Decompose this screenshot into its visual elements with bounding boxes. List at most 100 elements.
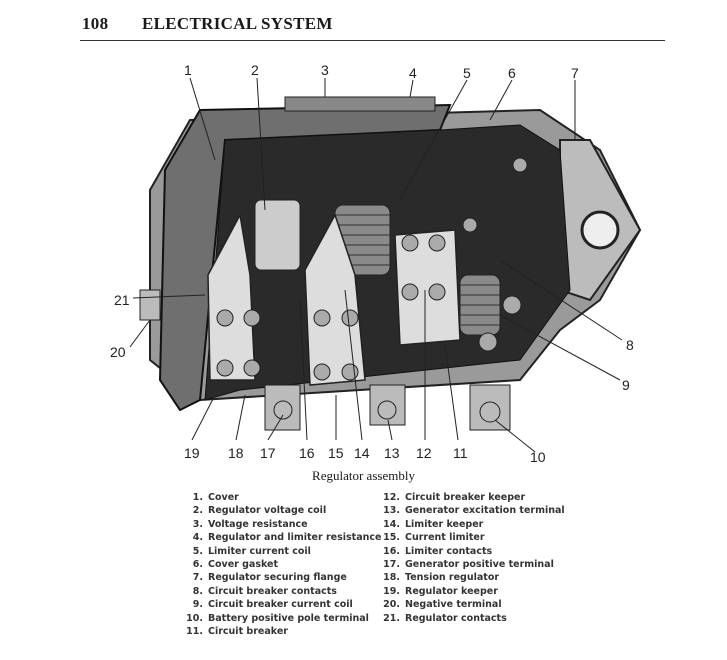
callout-17: 17 <box>260 445 276 461</box>
legend-label: Limiter contacts <box>405 545 493 557</box>
header-rule <box>80 40 665 41</box>
legend-number: 7. <box>192 572 203 584</box>
page-header: 108 ELECTRICAL SYSTEM <box>82 14 333 34</box>
legend-item: 13. Generator excitation terminal <box>378 504 565 517</box>
legend-number: 6. <box>192 559 203 571</box>
legend-number: 10. <box>186 612 203 624</box>
legend-label: Regulator voltage coil <box>208 505 327 517</box>
legend-item: 11. Circuit breaker <box>181 625 381 638</box>
callout-21: 21 <box>114 292 130 308</box>
legend-item: 8. Circuit breaker contacts <box>181 585 381 598</box>
legend-number: 2. <box>192 505 203 517</box>
legend-item: 20. Negative terminal <box>378 598 565 611</box>
page-number: 108 <box>82 14 109 33</box>
callout-11: 11 <box>453 445 468 461</box>
callout-13: 13 <box>384 445 400 461</box>
callout-2: 2 <box>251 62 259 78</box>
breaker-coil <box>459 274 501 336</box>
legend-item: 1. Cover <box>181 491 381 504</box>
callout-6: 6 <box>508 65 516 81</box>
legend-number: 3. <box>192 518 203 530</box>
legend-number: 18. <box>383 572 400 584</box>
legend-label: Generator positive terminal <box>405 559 554 571</box>
legend-item: 9. Circuit breaker current coil <box>181 598 381 611</box>
legend-label: Regulator contacts <box>405 612 507 624</box>
legend-label: Limiter keeper <box>405 518 484 530</box>
figure-caption: Regulator assembly <box>312 468 415 483</box>
callout-15: 15 <box>328 445 344 461</box>
callout-3: 3 <box>321 62 329 78</box>
legend-label: Circuit breaker <box>208 626 288 638</box>
legend-item: 12. Circuit breaker keeper <box>378 491 565 504</box>
rivets <box>216 157 528 381</box>
legend-label: Cover gasket <box>208 559 279 571</box>
legend-item: 2. Regulator voltage coil <box>181 504 381 517</box>
legend-number: 21. <box>383 612 400 624</box>
regulator-illustration: 1 2 3 4 5 6 7 8 9 10 11 12 13 14 15 16 1… <box>110 62 642 465</box>
legend-item: 4. Regulator and limiter resistance <box>181 531 382 544</box>
legend-label: Tension regulator <box>405 572 500 584</box>
legend-label: Regulator keeper <box>405 585 498 597</box>
callout-1: 1 <box>184 62 192 78</box>
legend-label: Regulator securing flange <box>208 572 347 584</box>
legend-number: 9. <box>192 599 203 611</box>
legend-label: Voltage resistance <box>208 518 308 530</box>
legend-label: Negative terminal <box>405 599 502 611</box>
callout-7: 7 <box>571 65 579 81</box>
section-title: ELECTRICAL SYSTEM <box>142 14 333 33</box>
mounting-hole <box>580 210 620 250</box>
legend-label: Current limiter <box>405 532 485 544</box>
legend-label: Limiter current coil <box>208 545 311 557</box>
legend-item: 6. Cover gasket <box>181 558 381 571</box>
legend-number: 5. <box>192 545 203 557</box>
limiter-keeper <box>304 213 366 386</box>
legend-item: 15. Current limiter <box>378 531 565 544</box>
circuit-breaker-keeper <box>394 229 461 346</box>
legend-item: 10. Battery positive pole terminal <box>181 612 381 625</box>
callout-10: 10 <box>530 449 546 465</box>
legend-item: 3. Voltage resistance <box>181 518 381 531</box>
callout-16: 16 <box>299 445 315 461</box>
callout-9: 9 <box>622 377 630 393</box>
legend-item: 18. Tension regulator <box>378 571 565 584</box>
legend-item: 7. Regulator securing flange <box>181 571 381 584</box>
regulator-voltage-coil <box>254 199 301 271</box>
legend-left-column: 1. Cover 2. Regulator voltage coil 3. Volta… <box>181 491 381 638</box>
callout-numbers: 1 2 3 4 5 6 7 8 9 10 11 12 13 14 15 16 1… <box>110 62 634 465</box>
legend-number: 19. <box>383 585 400 597</box>
legend-label: Battery positive pole terminal <box>208 612 369 624</box>
legend-label: Circuit breaker contacts <box>208 585 337 597</box>
leader-lines <box>129 77 623 453</box>
legend-label: Cover <box>208 492 239 503</box>
legend-right-column: 12. Circuit breaker keeper 13. Generator e… <box>378 491 565 625</box>
callout-8: 8 <box>626 337 634 353</box>
legend-item: 21. Regulator contacts <box>378 612 565 625</box>
legend-number: 11. <box>186 626 203 638</box>
legend-item: 17.Generator positive terminal <box>378 558 565 571</box>
regulator-keeper <box>207 212 256 381</box>
legend-item: 5. Limiter current coil <box>181 545 381 558</box>
legend-label: Circuit breaker current coil <box>208 599 353 611</box>
callout-12: 12 <box>416 445 432 461</box>
callout-19: 19 <box>184 445 200 461</box>
legend-number: 13. <box>383 505 400 517</box>
callout-14: 14 <box>354 445 370 461</box>
legend-label: Generator excitation terminal <box>405 505 565 517</box>
legend-label: Circuit breaker keeper <box>405 492 526 503</box>
legend-number: 15. <box>383 532 400 544</box>
legend-label: Regulator and limiter resistance <box>208 532 382 544</box>
legend-number: 8. <box>192 585 203 597</box>
legend-item: 16. Limiter contacts <box>378 545 565 558</box>
legend-number: 12. <box>383 492 400 503</box>
legend-number: 20. <box>383 599 400 611</box>
callout-18: 18 <box>228 445 244 461</box>
legend-item: 19. Regulator keeper <box>378 585 565 598</box>
callout-5: 5 <box>463 65 471 81</box>
legend-number: 4. <box>192 532 203 544</box>
legend-item: 14. Limiter keeper <box>378 518 565 531</box>
legend-number: 14. <box>383 518 400 530</box>
callout-20: 20 <box>110 344 126 360</box>
callout-4: 4 <box>409 65 417 81</box>
legend-number: 16. <box>383 545 400 557</box>
legend-number: 1. <box>192 492 203 503</box>
